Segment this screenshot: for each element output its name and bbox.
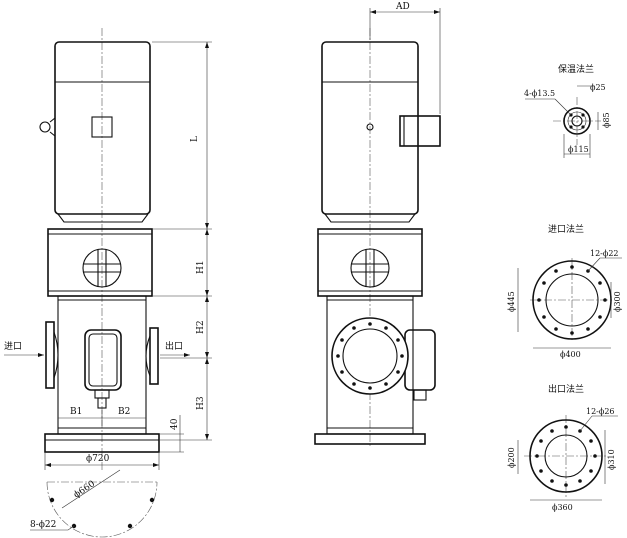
side-view-inlet-flange <box>331 317 409 395</box>
h3-label: H3 <box>196 396 206 410</box>
insulation-flange-title: 保温法兰 <box>558 63 594 75</box>
inlet-label: 进口 <box>4 341 22 352</box>
b2-label: B2 <box>118 407 130 417</box>
insulation-holes-label: 4-ϕ13.5 <box>524 89 555 98</box>
outlet-bolt-circle-label: ϕ310 <box>607 449 616 470</box>
inlet-outer-label: ϕ445 <box>507 291 516 312</box>
front-view <box>39 28 160 538</box>
side-view <box>314 8 441 448</box>
insulation-flange-detail <box>525 85 601 158</box>
inlet-flange-title: 进口法兰 <box>548 223 584 235</box>
base-bolt-holes <box>49 497 155 529</box>
inlet-bore-label: ϕ300 <box>613 291 622 312</box>
outlet-label: 出口 <box>165 340 183 352</box>
base-diameter-label: ϕ720 <box>86 454 110 464</box>
base-holes-label: 8-ϕ22 <box>30 520 56 530</box>
inlet-holes-label: 12-ϕ22 <box>590 249 619 258</box>
h1-label: H1 <box>196 260 206 274</box>
ad-label: AD <box>395 2 410 12</box>
h2-label: H2 <box>196 320 206 334</box>
insulation-bore-label: ϕ25 <box>590 83 606 92</box>
outlet-holes-label: 12-ϕ26 <box>586 407 615 416</box>
front-view-dimensions <box>4 41 212 531</box>
b1-label: B1 <box>70 407 82 417</box>
inlet-bolt-circle-label: ϕ400 <box>560 350 581 359</box>
outlet-outer-label: ϕ360 <box>552 503 573 512</box>
l-label: L <box>190 136 200 142</box>
outlet-flange-title: 出口法兰 <box>548 383 584 395</box>
base-height-label: 40 <box>170 418 180 430</box>
outlet-flange-detail <box>517 415 618 501</box>
outlet-bore-label: ϕ200 <box>507 447 516 468</box>
inlet-flange-detail <box>517 257 622 349</box>
insulation-bolt-circle-label: ϕ85 <box>602 112 611 128</box>
insulation-outer-label: ϕ115 <box>568 145 589 154</box>
